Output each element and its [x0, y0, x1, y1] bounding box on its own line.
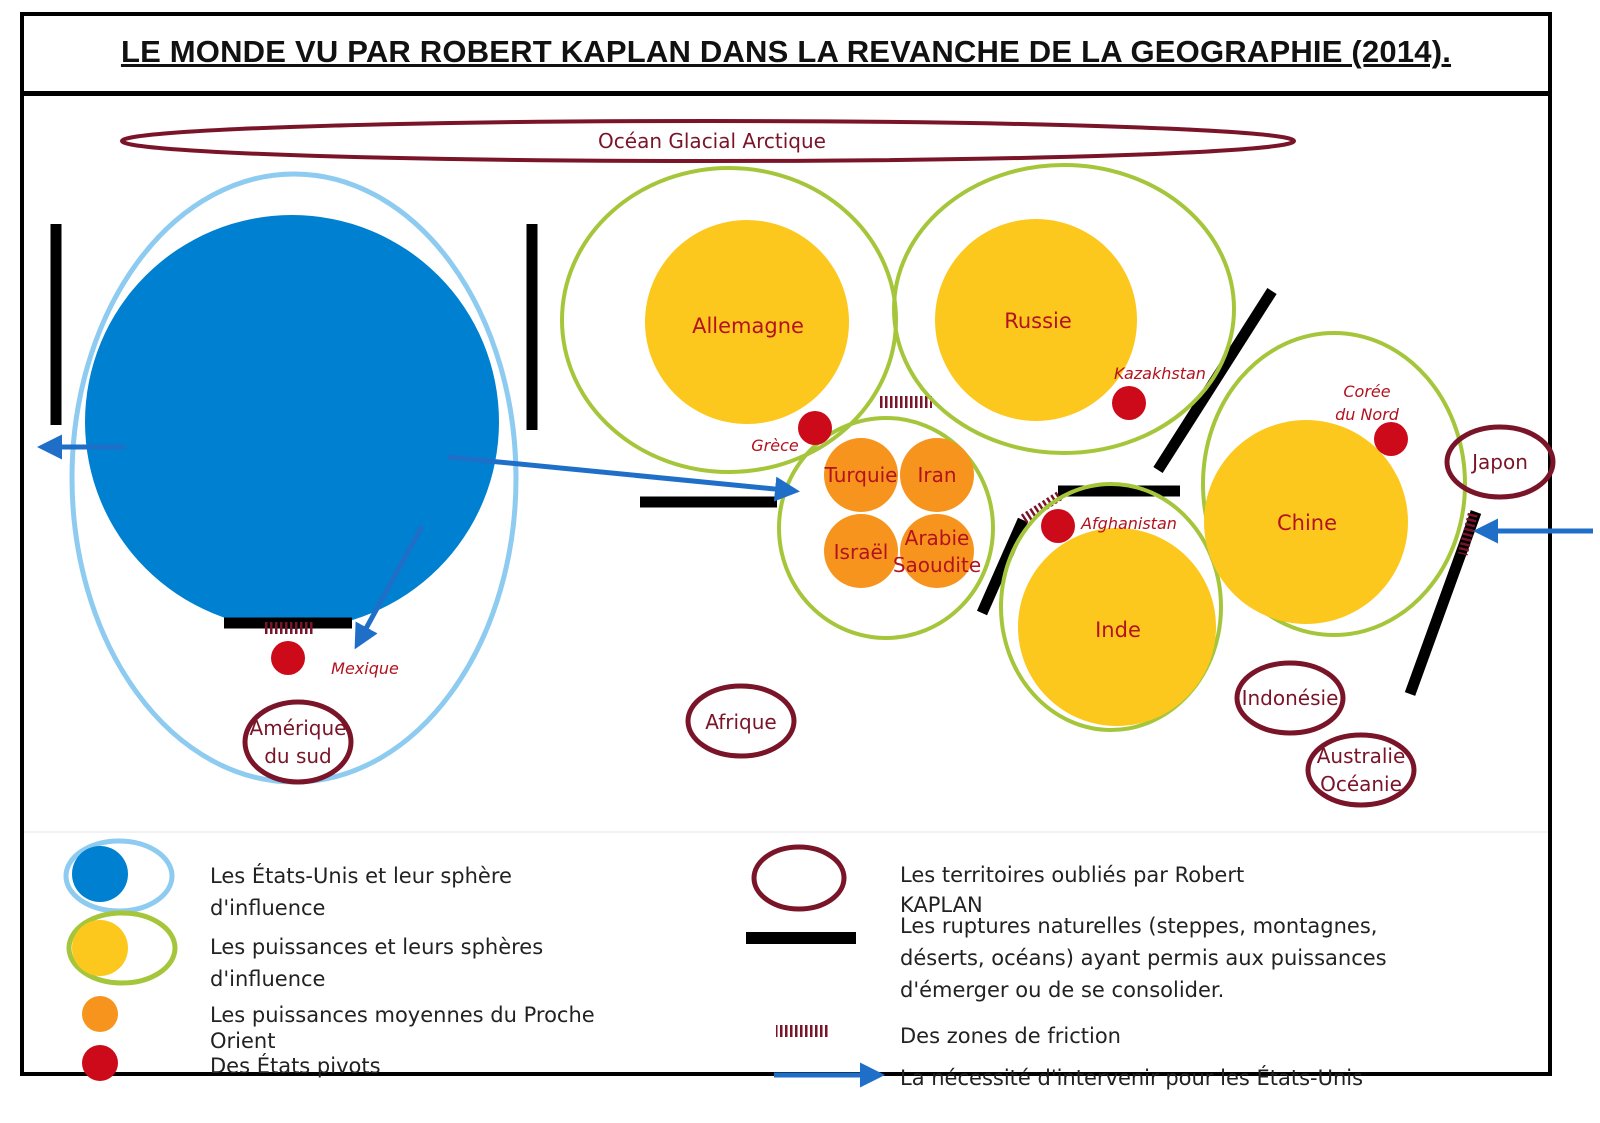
- russia-sphere: [892, 163, 1236, 455]
- legend-middle-line2: Orient: [210, 1029, 276, 1053]
- south-america-ring: [242, 699, 354, 785]
- page-title: LE MONDE VU PAR ROBERT KAPLAN DANS LA RE…: [120, 33, 1452, 69]
- afghanistan-label: Afghanistan: [1080, 514, 1177, 533]
- china-sphere: [1201, 331, 1467, 637]
- arctic-ocean: Océan Glacial Arctique: [120, 119, 1296, 163]
- africa-label: Afrique: [705, 710, 776, 734]
- kazakhstan-label: Kazakhstan: [1114, 364, 1206, 383]
- intervention-arrows: [37, 434, 1593, 650]
- friction-mexico: [265, 622, 315, 634]
- middle-east-powers: Turquie Iran Israël Arabie Saoudite: [824, 438, 981, 588]
- natural-ruptures: [50, 224, 1482, 696]
- turkey-label: Turquie: [824, 463, 898, 487]
- kazakhstan-dot: [1112, 386, 1146, 420]
- power-circles: Allemagne Russie Chine Inde: [645, 219, 1408, 726]
- middle-east-sphere: [777, 416, 995, 640]
- israel-label: Israël: [834, 540, 889, 564]
- legend-middle-line1: Les puissances moyennes du Proche: [210, 1003, 595, 1027]
- india-label: Inde: [1095, 618, 1141, 642]
- saudi-arabia-label-line1: Arabie: [905, 526, 970, 550]
- legend-ruptures-line2: déserts, océans) ayant permis aux puissa…: [900, 946, 1387, 970]
- africa-ring: [685, 683, 797, 759]
- legend-usa-circle: [72, 846, 128, 902]
- arctic-ocean-label: Océan Glacial Arctique: [598, 129, 826, 153]
- mexico-label: Mexique: [331, 659, 399, 678]
- power-spheres: [560, 163, 1467, 732]
- greece-dot: [798, 411, 832, 445]
- iran-label: Iran: [917, 463, 956, 487]
- mexico-dot: [271, 641, 305, 675]
- legend-ruptures-text: Les ruptures naturelles (steppes, montag…: [900, 910, 1387, 1006]
- usa-sphere: [69, 171, 519, 785]
- legend-powers-text: Les puissances et leurs sphères d'influe…: [210, 931, 543, 995]
- arrow-middle-east: [447, 454, 800, 502]
- turkey-circle: [824, 438, 898, 512]
- germany-label: Allemagne: [692, 314, 804, 338]
- legend-forgotten-text: Les territoires oubliés par Robert KAPLA…: [900, 860, 1244, 920]
- saudi-arabia-circle: [900, 514, 974, 588]
- legend-power-circle: [72, 920, 128, 976]
- friction-afghanistan: [1020, 490, 1064, 524]
- legend-powers-line2: d'influence: [210, 967, 326, 991]
- legend-pivots-text: Des États pivots: [210, 1054, 381, 1078]
- legend-usa-line2: d'influence: [210, 896, 326, 920]
- saudi-arabia-label-line2: Saoudite: [893, 553, 981, 577]
- south-america-label-line2: du sud: [264, 744, 332, 768]
- legend-intervene-text: La nécessité d'intervenir pour les États…: [900, 1066, 1364, 1090]
- australia-ring: [1305, 732, 1417, 808]
- north-korea-label-line1: Corée: [1343, 382, 1390, 401]
- usa-circle: [85, 215, 499, 629]
- legend-forgotten-line2: KAPLAN: [900, 893, 983, 917]
- afghanistan-dot: [1041, 509, 1075, 543]
- legend-symbols: [63, 838, 885, 1088]
- japan-ring: [1444, 424, 1556, 500]
- legend-middle-text: Les puissances moyennes du Proche Orient: [210, 1002, 595, 1054]
- title-bar: LE MONDE VU PAR ROBERT KAPLAN DANS LA RE…: [20, 12, 1552, 96]
- legend-ruptures-line3: d'émerger ou de se consolider.: [900, 978, 1225, 1002]
- india-sphere: [999, 482, 1223, 732]
- south-america-label-line1: Amérique: [250, 716, 347, 740]
- indonesia-label: Indonésie: [1242, 686, 1339, 710]
- legend-middle-circle: [82, 996, 118, 1032]
- japan-label: Japon: [1470, 450, 1528, 474]
- legend-forgotten-ring: [751, 844, 847, 912]
- north-korea-label-line2: du Nord: [1335, 405, 1400, 424]
- legend-usa-line1: Les États-Unis et leur sphère: [210, 864, 512, 888]
- pivot-states: Grèce Kazakhstan Corée du Nord Afghanist…: [271, 364, 1408, 678]
- australia-label-line2: Océanie: [1320, 772, 1402, 796]
- legend-pivot-dot: [82, 1045, 118, 1081]
- rupture-central-asia: [1153, 288, 1277, 473]
- north-korea-dot: [1374, 422, 1408, 456]
- russia-circle: [935, 219, 1137, 421]
- forgotten-territories: Amérique du sud Afrique Japon Indonésie …: [242, 424, 1556, 808]
- legend-usa-text: Les États-Unis et leur sphère d'influenc…: [210, 860, 512, 924]
- china-label: Chine: [1277, 511, 1337, 535]
- legend-powers-line1: Les puissances et leurs sphères: [210, 935, 544, 959]
- china-circle: [1204, 420, 1408, 624]
- germany-circle: [645, 220, 849, 424]
- iran-circle: [900, 438, 974, 512]
- friction-middle-east-russia: [880, 396, 932, 408]
- legend-friction-pattern: [776, 1025, 828, 1037]
- israel-circle: [824, 514, 898, 588]
- indonesia-ring: [1234, 660, 1346, 736]
- legend-power-ring: [66, 910, 178, 986]
- legend-friction-text: Des zones de friction: [900, 1024, 1121, 1048]
- legend-forgotten-line1: Les territoires oubliés par Robert: [900, 863, 1245, 887]
- australia-label-line1: Australie: [1317, 744, 1406, 768]
- arrow-mexico: [354, 524, 425, 650]
- india-circle: [1018, 528, 1216, 726]
- greece-label: Grèce: [751, 436, 799, 455]
- rupture-hindu-kush: [976, 517, 1029, 616]
- russia-label: Russie: [1004, 309, 1072, 333]
- legend-ruptures-line1: Les ruptures naturelles (steppes, montag…: [900, 914, 1378, 938]
